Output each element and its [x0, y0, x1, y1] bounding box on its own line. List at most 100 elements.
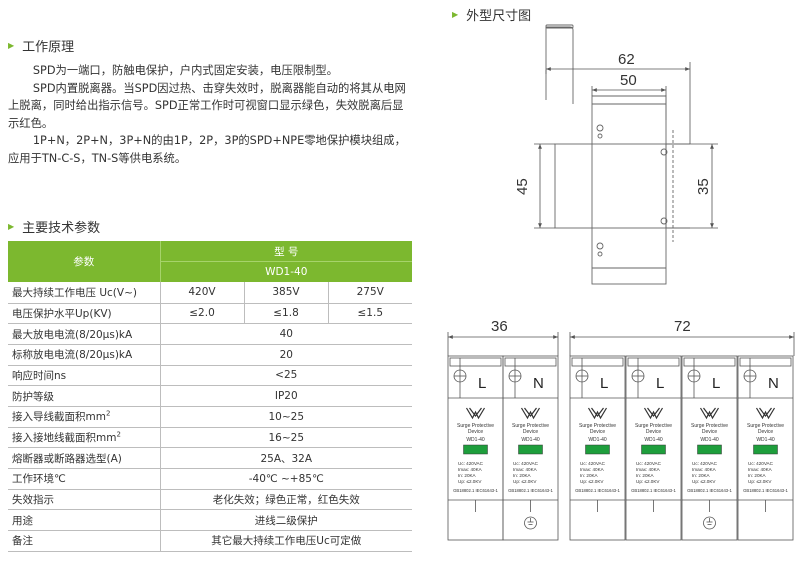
module-spec-text: In: 20KA — [458, 473, 477, 478]
table-row: 最大持续工作电压 Uc(V~) 420V 385V 275V — [8, 282, 412, 304]
row-label: 最大持续工作电压 Uc(V~) — [8, 282, 160, 304]
dim-72-label: 72 — [674, 318, 691, 335]
cell-value: -40℃ ~+85℃ — [159, 468, 412, 490]
cell-value: 老化失效；绿色正常，红色失效 — [159, 489, 412, 511]
cell-value: ≤2.0 — [159, 303, 244, 325]
module-standard-text: GB18802.1 IEC61643-1 — [687, 488, 732, 493]
module-spec-text: Imax: 40KA — [513, 467, 538, 472]
row-label: 失效指示 — [8, 489, 160, 511]
module-top-ridge — [504, 357, 557, 367]
section-title-dimensions: ▶ 外型尺寸图 — [452, 9, 532, 24]
module-model-text: WD1-40 — [700, 437, 719, 443]
dim-45-label: 45 — [514, 178, 531, 195]
module-standard-text: GB18802.1 IEC61643-1 — [743, 488, 788, 493]
module-spec-text: Imax: 40KA — [580, 467, 605, 472]
module-model-text: WD1-40 — [466, 437, 485, 443]
module-standard-text: GB18802.1 IEC61643-1 — [508, 488, 553, 493]
cell-value: <25 — [159, 365, 412, 387]
table-row: 防护等级 IP20 — [8, 385, 412, 407]
module-name-text: Device — [468, 429, 484, 435]
triangle-bullet-icon: ▶ — [8, 41, 15, 50]
status-window-indicator — [641, 444, 666, 455]
paragraph: 1P+N，2P+N，3P+N的由1P，2P，3P的SPD+NPE零地保护模块组成… — [8, 134, 406, 165]
brand-logo-icon — [520, 407, 541, 420]
module-name-text: Device — [758, 429, 774, 435]
row-label: 防护等级 — [8, 385, 160, 407]
terminal-screw-icon — [575, 369, 589, 383]
module-letter: N — [533, 375, 544, 392]
module-standard-text: GB18802.1 IEC61643-1 — [631, 488, 676, 493]
cell-value: 16~25 — [159, 427, 412, 449]
brand-logo-icon — [755, 407, 776, 420]
module-body — [569, 355, 626, 541]
module-model-text: WD1-40 — [588, 437, 607, 443]
ground-terminal-icon — [703, 516, 716, 530]
module-spec-text: Imax: 40KA — [458, 467, 483, 472]
triangle-bullet-icon: ▶ — [452, 10, 459, 19]
module-letter: L — [656, 375, 664, 392]
module-model-text: WD1-40 — [521, 437, 540, 443]
cell-value: 25A、32A — [159, 447, 412, 470]
module-name-text: Device — [646, 429, 662, 435]
module-name-text: Device — [523, 429, 539, 435]
module-body — [447, 355, 504, 541]
brand-logo-icon — [587, 407, 608, 420]
row-label: 最大放电电流(8/20μs)kA — [8, 323, 160, 345]
row-label: 标称放电电流(8/20μs)kA — [8, 344, 160, 366]
cell-value: ≤1.8 — [243, 303, 328, 325]
module-body — [737, 355, 794, 541]
header-param: 参数 — [8, 241, 161, 283]
module-spec-text: In: 20KA — [748, 473, 767, 478]
module-spec-text: Up: ≤2.0KV — [513, 479, 537, 484]
module-name-text: Surge Protective — [457, 423, 494, 429]
status-window-indicator — [697, 444, 722, 455]
module-top-ridge — [627, 357, 680, 367]
module-spec-text: In: 20KA — [636, 473, 655, 478]
table-row: 用途 进线二级保护 — [8, 509, 412, 532]
table-row: 熔断器或断路器选型(A) 25A、32A — [8, 447, 412, 470]
header-model: 型 号 — [160, 241, 412, 262]
module-spec-text: Up: ≤2.0KV — [636, 479, 660, 484]
cell-value: 420V — [159, 282, 244, 304]
table-header-row: WD1-40 — [8, 261, 412, 283]
module-standard-text: GB18802.1 IEC61643-1 — [453, 488, 498, 493]
cell-value: 40 — [159, 323, 412, 345]
cell-value: 20 — [159, 344, 412, 366]
module-top-ridge — [683, 357, 736, 367]
module-spec-text: In: 20KA — [580, 473, 599, 478]
module-spec-text: Imax: 40KA — [748, 467, 773, 472]
module-body — [502, 355, 559, 541]
table-row: 响应时间ns <25 — [8, 365, 412, 387]
cell-value: 275V — [327, 282, 412, 304]
module-model-text: WD1-40 — [644, 437, 663, 443]
module-spec-text: Up: ≤2.0KV — [580, 479, 604, 484]
dim-50-label: 50 — [620, 72, 637, 89]
ground-terminal-icon — [524, 516, 537, 530]
row-label: 用途 — [8, 509, 160, 532]
row-label: 备注 — [8, 530, 160, 552]
module-name-text: Surge Protective — [635, 423, 672, 429]
terminal-screw-icon — [743, 369, 757, 383]
module-body — [625, 355, 682, 541]
row-label: 接入导线截面积mm2 — [8, 406, 160, 428]
module-standard-text: GB18802.1 IEC61643-1 — [575, 488, 620, 493]
cell-value: IP20 — [159, 385, 412, 407]
table-row: 备注 其它最大持续工作电压Uc可定做 — [8, 530, 412, 552]
table-row: 失效指示 老化失效；绿色正常，红色失效 — [8, 489, 412, 511]
cell-value: 进线二级保护 — [159, 509, 412, 532]
side-view — [545, 24, 690, 285]
header-model-name: WD1-40 — [160, 261, 412, 283]
row-label: 响应时间ns — [8, 365, 160, 387]
dim-35-label: 35 — [695, 178, 712, 195]
module-name-text: Surge Protective — [691, 423, 728, 429]
module-spec-text: Uc: 420VAC — [636, 461, 662, 466]
module-body — [681, 355, 738, 541]
terminal-screw-icon — [631, 369, 645, 383]
module-spec-text: In: 20KA — [513, 473, 532, 478]
